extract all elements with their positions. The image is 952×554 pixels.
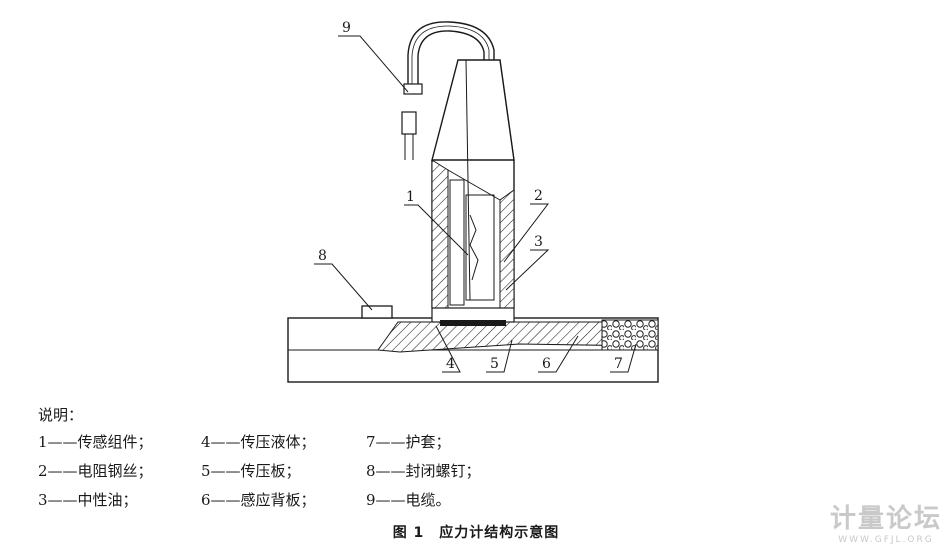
- legend-item: 9——电缆。: [366, 491, 451, 509]
- callout-8: 8: [318, 248, 327, 264]
- legend-item: 6——感应背板；: [201, 491, 316, 509]
- leader-lines: [314, 35, 637, 373]
- watermark-url: WWW.GFJL.ORG: [838, 535, 934, 545]
- stress-gauge-diagram: 1 2 3 4 5 6 7 8 9: [287, 20, 659, 383]
- legend-item: 3——中性油；: [38, 491, 138, 509]
- legend-row: 1——传感组件； 4——传压液体； 7——护套；: [38, 428, 566, 457]
- watermark: 计量论坛 WWW.GFJL.ORG: [830, 504, 942, 546]
- figure-caption: 图 1 应力计结构示意图: [392, 525, 560, 541]
- legend-item: 7——护套；: [366, 433, 451, 451]
- sealing-screw: [361, 305, 393, 319]
- legend-item: 5——传压板；: [201, 462, 301, 480]
- callout-4: 4: [446, 356, 455, 372]
- gravel-fill: [601, 319, 659, 351]
- callout-1: 1: [406, 189, 415, 205]
- callout-7: 7: [614, 356, 623, 372]
- legend-heading: 说明：: [38, 406, 84, 424]
- gauge-housing: [431, 59, 515, 326]
- cable: [401, 21, 495, 160]
- callout-9: 9: [342, 20, 351, 36]
- callout-2: 2: [534, 188, 543, 204]
- callout-3: 3: [534, 234, 543, 250]
- legend-item: 8——封闭螺钉；: [366, 462, 481, 480]
- legend-item: 1——传感组件；: [38, 433, 153, 451]
- watermark-title: 计量论坛: [829, 504, 942, 534]
- legend-row: 2——电阻钢丝； 5——传压板； 8——封闭螺钉；: [38, 457, 566, 486]
- legend-row: 3——中性油； 6——感应背板； 9——电缆。: [38, 486, 566, 515]
- legend-item: 2——电阻钢丝；: [38, 462, 153, 480]
- legend: 说明： 1——传感组件； 4——传压液体； 7——护套； 2——电阻钢丝； 5——传压…: [38, 402, 566, 515]
- legend-item: 4——传压液体；: [201, 433, 316, 451]
- callout-5: 5: [490, 356, 499, 372]
- callout-6: 6: [542, 356, 551, 372]
